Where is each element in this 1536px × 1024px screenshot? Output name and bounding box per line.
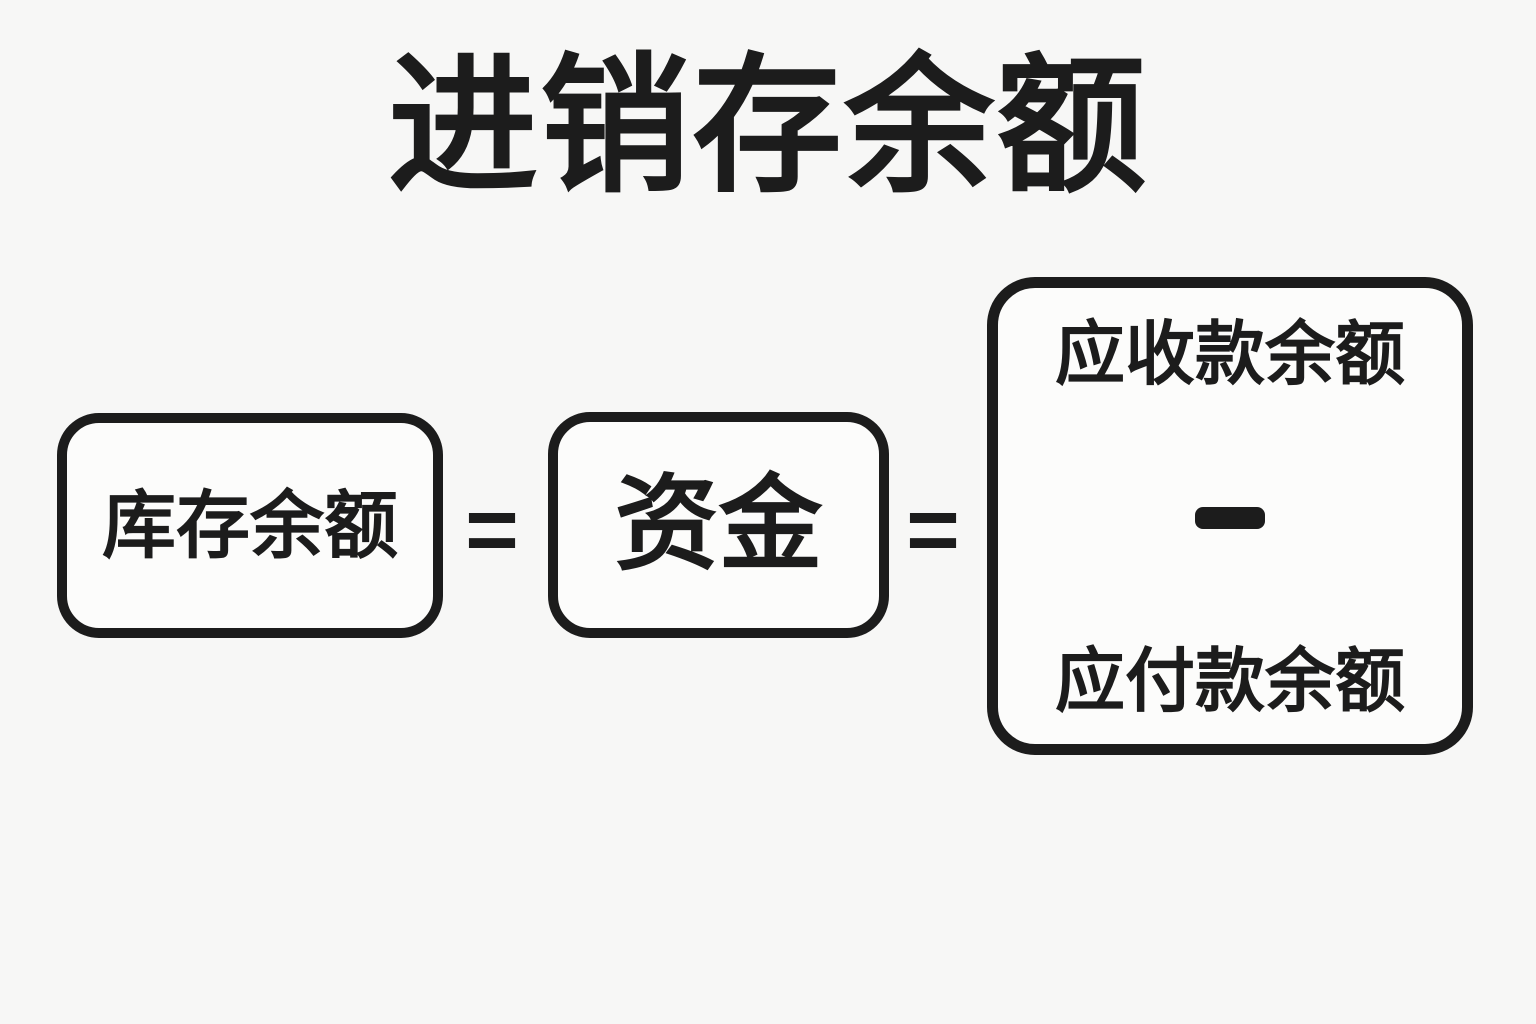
funds-label: 资金 (614, 466, 823, 583)
equals-sign-right: = (906, 478, 960, 581)
inventory-balance-box: 库存余额 (57, 413, 443, 638)
payable-balance-label: 应付款余额 (1055, 642, 1405, 720)
minus-icon (1195, 507, 1265, 529)
funds-box: 资金 (548, 412, 889, 638)
page-title: 进销存余额 (387, 42, 1148, 210)
receivable-balance-label: 应收款余额 (1055, 315, 1405, 393)
inventory-balance-label: 库存余额 (102, 483, 398, 567)
equals-sign-left: = (465, 478, 519, 581)
receivable-minus-payable-box: 应收款余额 应付款余额 (987, 277, 1473, 755)
